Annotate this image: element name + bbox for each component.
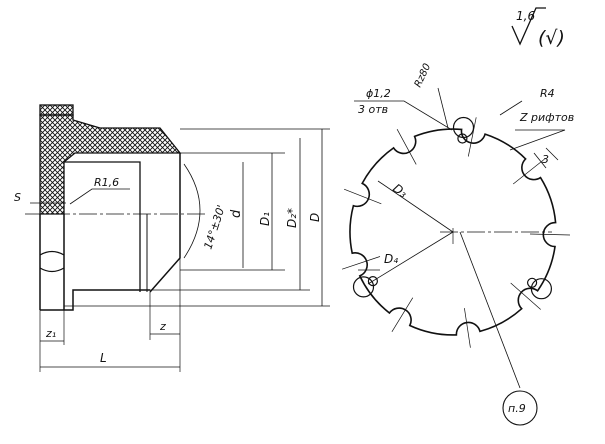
side-view: S R1,6 d D₁ D₂* D 14°±30' z z₁ L	[14, 104, 330, 372]
note-bubble	[502, 390, 538, 426]
label-surface: Rz80	[413, 62, 434, 89]
hole-boss	[352, 276, 375, 298]
label-d1: D₁	[258, 212, 272, 226]
label-s: S	[14, 191, 21, 204]
label-d3: D₃	[390, 181, 410, 201]
section-hatch	[39, 114, 182, 215]
scallop-axis	[512, 158, 545, 185]
roughness-note: (√)	[538, 27, 565, 49]
knurled-head	[39, 104, 74, 116]
front-view: ϕ1,2 3 отв Rz80 R4 Z рифтов 3 D₃ D₄ п.9	[341, 62, 574, 426]
label-holes-count: 3 отв	[358, 103, 388, 116]
label-d4: D₄	[384, 252, 398, 266]
label-length: L	[100, 351, 107, 365]
label-ribs: Z рифтов	[519, 111, 574, 124]
label-z: z	[159, 320, 166, 333]
label-fillet: R1,6	[94, 176, 119, 189]
scallop-axis	[467, 117, 477, 157]
scallop-axis	[529, 233, 571, 236]
hole-boss	[530, 278, 553, 300]
label-radius: R4	[540, 87, 555, 100]
label-note: п.9	[508, 402, 526, 415]
scallop-axis	[343, 188, 382, 205]
label-d2: D₂*	[285, 208, 299, 228]
front-outline	[349, 128, 557, 336]
hole-boss	[452, 116, 475, 139]
label-z1: z₁	[45, 327, 56, 340]
label-angle: 14°±30'	[201, 203, 228, 251]
label-d: d	[229, 209, 244, 218]
label-holes-dia: ϕ1,2	[366, 87, 391, 100]
mounting-hole	[457, 133, 468, 144]
roughness-value: 1,6	[516, 9, 535, 23]
mounting-hole	[526, 277, 538, 288]
scallop-axis	[341, 256, 381, 270]
scallop-axis	[396, 129, 417, 165]
scallop-axis	[464, 308, 471, 348]
scallop-axis	[391, 297, 414, 332]
roughness-symbol: 1,6 (√)	[511, 7, 565, 49]
label-rib-width: 3	[542, 153, 549, 166]
scallop-axis	[510, 282, 541, 310]
label-d-outer: D	[308, 213, 322, 222]
